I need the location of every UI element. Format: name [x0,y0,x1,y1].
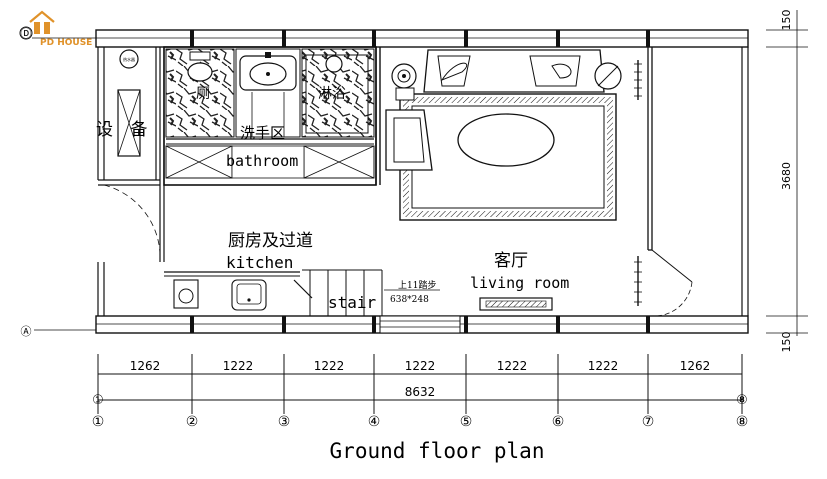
bottom-dimension-chain: 1262 1222 1222 1222 1222 1222 1262 8632 … [92,354,748,414]
label-washbasin: 洗手区 [240,124,285,142]
axis-column-7: ⑦ [642,414,655,430]
axis-column-3: ③ [278,414,291,430]
equipment-room: 热水器 设 备 房 [96,47,188,263]
row-axis-a: Ⓐ [21,325,32,338]
dim-segment-6: 1222 [588,359,619,373]
label-living-en: living room [470,274,569,292]
label-stair-size: 638*248 [390,295,429,305]
dim-total: 8632 [405,385,436,399]
axis-column-4: ④ [368,414,381,430]
shower-head-icon [325,55,343,73]
logo-text: PD HOUSE [40,38,92,48]
label-stair-note: 上11踏步 [398,279,436,291]
column-axis-markers: ① ② ③ ④ ⑤ ⑥ ⑦ ⑧ [92,414,749,430]
dim-right-middle: 3680 [780,162,793,190]
dim-segment-4: 1222 [405,359,436,373]
axis-column-8: ⑧ [736,414,749,430]
logo-roof-icon [29,10,55,23]
coffee-table-icon [457,113,555,167]
living-room: 客厅 living room [385,47,693,317]
kitchen-area: 厨房及过道 kitchen stair 上11踏步 638*248 [164,231,440,316]
label-equipment-room: 设 备 房 [96,120,188,140]
stair-arrow-icon [293,279,313,299]
label-toilet: 厕 [196,86,210,102]
drawing-title: Ground floor plan [330,439,545,463]
dim-right-top: 150 [780,10,793,31]
washing-machine-icon [173,279,199,309]
dim-segment-3: 1222 [314,359,345,373]
outer-walls [95,29,749,334]
water-heater-tag: 热水器 [123,56,135,62]
label-living-cn: 客厅 [494,251,528,271]
axis-column-5: ⑤ [460,414,473,430]
toilet-icon [187,62,213,82]
axis-column-2: ② [186,414,199,430]
equipment-cabinet [117,89,141,157]
label-kitchen-cn: 厨房及过道 [228,231,313,251]
water-heater-icon [119,49,139,69]
label-stair: stair [328,293,377,312]
axis-upper-8: ⑧ [736,393,748,408]
label-kitchen-en: kitchen [226,253,293,272]
right-dimension-chain: 150 3680 150 [766,10,808,353]
armchair-icon [385,109,433,171]
kitchen-sink-icon [231,279,267,311]
side-door-leaf [651,249,693,283]
axis-column-1: ① [92,414,105,430]
dim-segment-2: 1222 [223,359,254,373]
label-shower: 淋浴 [318,86,346,102]
label-bathroom: bathroom [226,152,298,170]
dim-segment-7: 1262 [680,359,711,373]
row-axis-d: Ⓓ [21,27,32,40]
company-logo: PD HOUSE [29,10,92,48]
entry-door-swing [103,184,161,263]
bathroom-block: 厕 淋浴 洗手区 bathroom [163,46,381,186]
axis-column-6: ⑥ [552,414,565,430]
dim-right-bottom: 150 [780,332,793,353]
axis-upper-1: ① [92,393,104,408]
dim-segment-5: 1222 [497,359,528,373]
dim-segment-1: 1262 [130,359,161,373]
